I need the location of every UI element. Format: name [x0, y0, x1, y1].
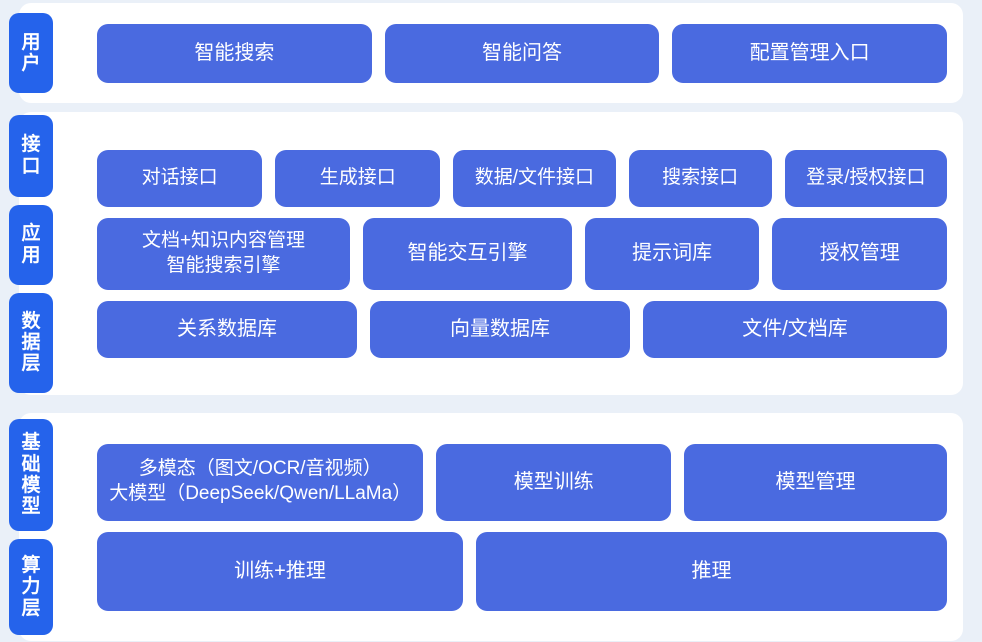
box-row-data-row: 关系数据库向量数据库文件/文档库	[97, 300, 948, 358]
layer-group-base-group: 基础模型算力层多模态（图文/OCR/音视频） 大模型（DeepSeek/Qwen…	[9, 413, 963, 641]
layer-tag-char: 层	[21, 597, 41, 619]
layer-tag-char: 数	[21, 310, 41, 332]
module-box-smart-search[interactable]: 智能搜索	[97, 23, 372, 83]
layer-group-middle-group: 接口应用数据层对话接口生成接口数据/文件接口搜索接口登录/授权接口文档+知识内容…	[9, 112, 963, 395]
layer-tag-char: 础	[21, 453, 41, 475]
layer-group-user-group: 用户智能搜索智能问答配置管理入口	[9, 3, 963, 103]
layer-tag-rail: 基础模型算力层	[0, 413, 62, 641]
module-box-smart-qa[interactable]: 智能问答	[384, 23, 660, 83]
layer-tag-char: 力	[21, 576, 41, 598]
layer-tag-char: 应	[21, 223, 41, 245]
layer-card-base-group: 多模态（图文/OCR/音视频） 大模型（DeepSeek/Qwen/LLaMa）…	[81, 413, 963, 641]
box-row-application-row: 文档+知识内容管理 智能搜索引擎智能交互引擎提示词库授权管理	[97, 217, 947, 290]
module-box-dialog-interface[interactable]: 对话接口	[97, 149, 263, 207]
layer-tag-char: 据	[21, 331, 41, 353]
layer-tag-compute-layer[interactable]: 算力层	[9, 539, 53, 635]
layer-tag-char: 接	[21, 134, 41, 156]
module-box-model-management[interactable]: 模型管理	[684, 443, 948, 521]
layer-tag-application[interactable]: 应用	[9, 204, 53, 285]
layer-tag-foundation-model[interactable]: 基础模型	[9, 419, 53, 531]
layer-tag-char: 型	[21, 496, 41, 518]
layer-tag-char: 口	[21, 155, 41, 177]
module-box-login-auth-interface[interactable]: 登录/授权接口	[784, 149, 947, 207]
module-box-authorization-management[interactable]: 授权管理	[772, 217, 947, 290]
module-box-doc-knowledge-management[interactable]: 文档+知识内容管理 智能搜索引擎	[97, 217, 351, 290]
module-box-prompt-library[interactable]: 提示词库	[584, 217, 760, 290]
layer-tag-char: 用	[21, 244, 41, 266]
layer-tag-rail: 接口应用数据层	[0, 112, 62, 395]
layer-tag-user[interactable]: 用户	[9, 13, 53, 93]
layer-tag-char: 算	[21, 555, 41, 577]
layer-tag-rail: 用户	[0, 3, 62, 103]
box-row-model-row: 多模态（图文/OCR/音视频） 大模型（DeepSeek/Qwen/LLaMa）…	[97, 443, 948, 521]
module-box-generation-interface[interactable]: 生成接口	[275, 149, 441, 207]
layer-card-user-group: 智能搜索智能问答配置管理入口	[81, 3, 963, 103]
layer-card-middle-group: 对话接口生成接口数据/文件接口搜索接口登录/授权接口文档+知识内容管理 智能搜索…	[81, 112, 963, 395]
module-box-multimodal-large-model[interactable]: 多模态（图文/OCR/音视频） 大模型（DeepSeek/Qwen/LLaMa）	[97, 443, 424, 521]
layer-tag-char: 模	[21, 475, 41, 496]
module-box-vector-database[interactable]: 向量数据库	[370, 300, 631, 358]
module-box-data-file-interface[interactable]: 数据/文件接口	[453, 149, 616, 207]
layer-tag-data-layer[interactable]: 数据层	[9, 292, 53, 393]
layer-tag-char: 层	[21, 353, 41, 375]
box-row-interface-row: 对话接口生成接口数据/文件接口搜索接口登录/授权接口	[97, 149, 947, 207]
module-box-file-document-store[interactable]: 文件/文档库	[643, 300, 948, 358]
layer-tag-interface[interactable]: 接口	[9, 114, 53, 197]
module-box-inference[interactable]: 推理	[476, 531, 947, 611]
module-box-relational-database[interactable]: 关系数据库	[97, 300, 358, 358]
box-row-compute-row: 训练+推理推理	[97, 531, 947, 611]
layer-tag-char: 户	[21, 53, 41, 74]
module-box-training-inference[interactable]: 训练+推理	[97, 531, 463, 611]
module-box-config-management-entry[interactable]: 配置管理入口	[672, 23, 948, 83]
box-row-user-row: 智能搜索智能问答配置管理入口	[97, 23, 948, 83]
module-box-search-interface[interactable]: 搜索接口	[628, 149, 772, 207]
module-box-smart-interaction-engine[interactable]: 智能交互引擎	[363, 217, 572, 290]
layer-tag-char: 基	[21, 432, 41, 454]
module-box-model-training[interactable]: 模型训练	[436, 443, 671, 521]
layer-tag-char: 用	[21, 31, 41, 53]
